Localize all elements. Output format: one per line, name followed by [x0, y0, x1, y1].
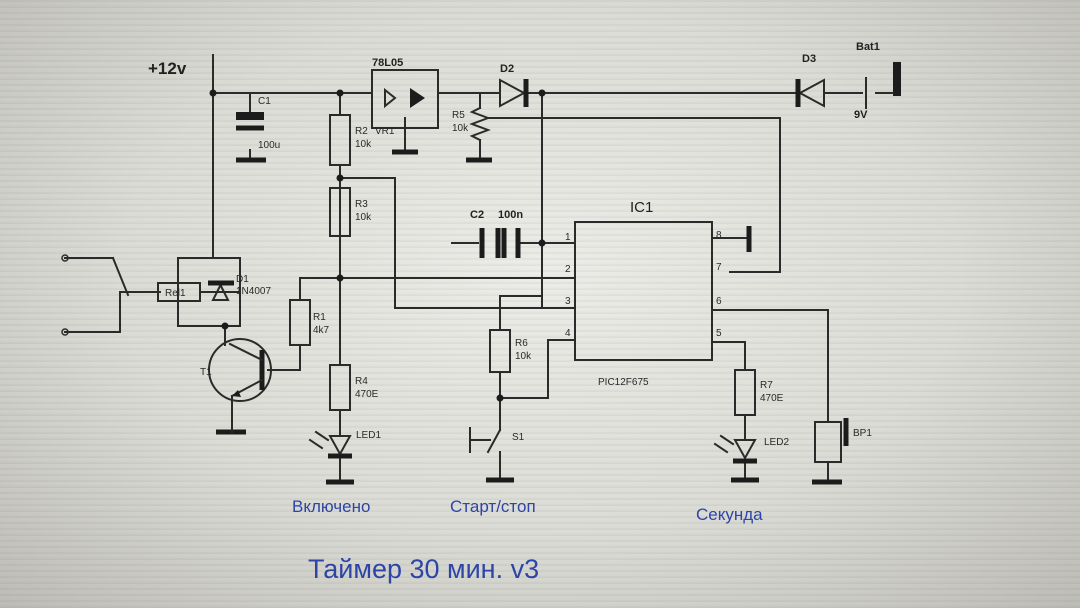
vr1-label: VR1 [375, 126, 395, 137]
reg-label: 78L05 [372, 57, 403, 69]
r6-label: R6 [515, 338, 528, 349]
c1-value: 100u [258, 140, 280, 151]
r5-value: 10k [452, 123, 469, 134]
resistor-r7: R7 470E [734, 369, 784, 416]
diode-d3: D3 [795, 53, 825, 108]
d3-label: D3 [802, 53, 816, 65]
c2-label: C2 [470, 209, 484, 221]
resistor-r1: R1 4k7 [289, 299, 330, 346]
battery-label: Bat1 [856, 41, 880, 53]
resistor-r6: R6 10k [489, 329, 532, 373]
ic-pin-4: 4 [565, 328, 571, 339]
resistor-r3: R3 10k [329, 187, 372, 237]
diagram-title: Таймер 30 мин. v3 [308, 554, 539, 584]
ic-pin-2: 2 [565, 264, 571, 275]
r6-value: 10k [515, 351, 532, 362]
supply-label: +12v [148, 59, 187, 78]
r3-value: 10k [355, 212, 372, 223]
r4-value: 470E [355, 389, 379, 400]
relay-rel1: Rel1 [61, 254, 201, 336]
caption-second: Секунда [696, 505, 763, 524]
rel1-label: Rel1 [165, 288, 186, 299]
r1-value: 4k7 [313, 325, 330, 336]
ic-pin-8: 8 [716, 230, 722, 241]
ic-pin-7: 7 [716, 262, 722, 273]
ic-pin-5: 5 [716, 328, 722, 339]
ic-pic12f675: IC1 PIC12F675 1 2 3 4 5 6 7 8 [565, 199, 752, 388]
diode-d2: D2 [499, 63, 529, 108]
capacitor-c2: C2 100n [470, 209, 523, 258]
r7-value: 470E [760, 393, 784, 404]
c1-label: C1 [258, 96, 271, 107]
d1-label: D1 [236, 274, 249, 285]
battery-bat1: Bat1 9V [854, 41, 901, 121]
battery-voltage: 9V [854, 109, 868, 121]
diode-d1: D1 1N4007 [208, 274, 271, 301]
bp1-label: BP1 [853, 428, 872, 439]
capacitor-c1: C1 100u [236, 96, 280, 163]
d2-label: D2 [500, 63, 514, 75]
led1-label: LED1 [356, 430, 381, 441]
led-led1: LED1 [308, 430, 381, 485]
ic-name: IC1 [630, 199, 653, 216]
regulator-78l05: 78L05 [371, 57, 439, 155]
ic-part: PIC12F675 [598, 377, 649, 388]
caption-on: Включено [292, 497, 370, 516]
r2-label: R2 [355, 126, 368, 137]
t1-label: T1 [200, 367, 212, 378]
junction-dots [209, 89, 546, 402]
caption-startstop: Старт/стоп [450, 497, 536, 516]
d1-value: 1N4007 [236, 286, 271, 297]
led2-label: LED2 [764, 437, 789, 448]
c2-value: 100n [498, 209, 523, 221]
ic-pin-1: 1 [565, 232, 571, 243]
ic-pin-3: 3 [565, 296, 571, 307]
switch-s1: S1 [469, 427, 525, 483]
transistor-t1: T1 [200, 338, 272, 435]
led-led2: LED2 [713, 434, 789, 483]
potentiometer-r5: R5 10k [452, 106, 492, 163]
r3-label: R3 [355, 199, 368, 210]
r4-label: R4 [355, 376, 368, 387]
s1-label: S1 [512, 432, 525, 443]
buzzer-bp1: BP1 [812, 418, 872, 485]
resistor-r4: R4 470E [329, 364, 379, 411]
r2-value: 10k [355, 139, 372, 150]
r7-label: R7 [760, 380, 773, 391]
ic-pin-6: 6 [716, 296, 722, 307]
r5-label: R5 [452, 110, 465, 121]
resistor-r2: R2 10k [329, 114, 372, 166]
r1-label: R1 [313, 312, 326, 323]
